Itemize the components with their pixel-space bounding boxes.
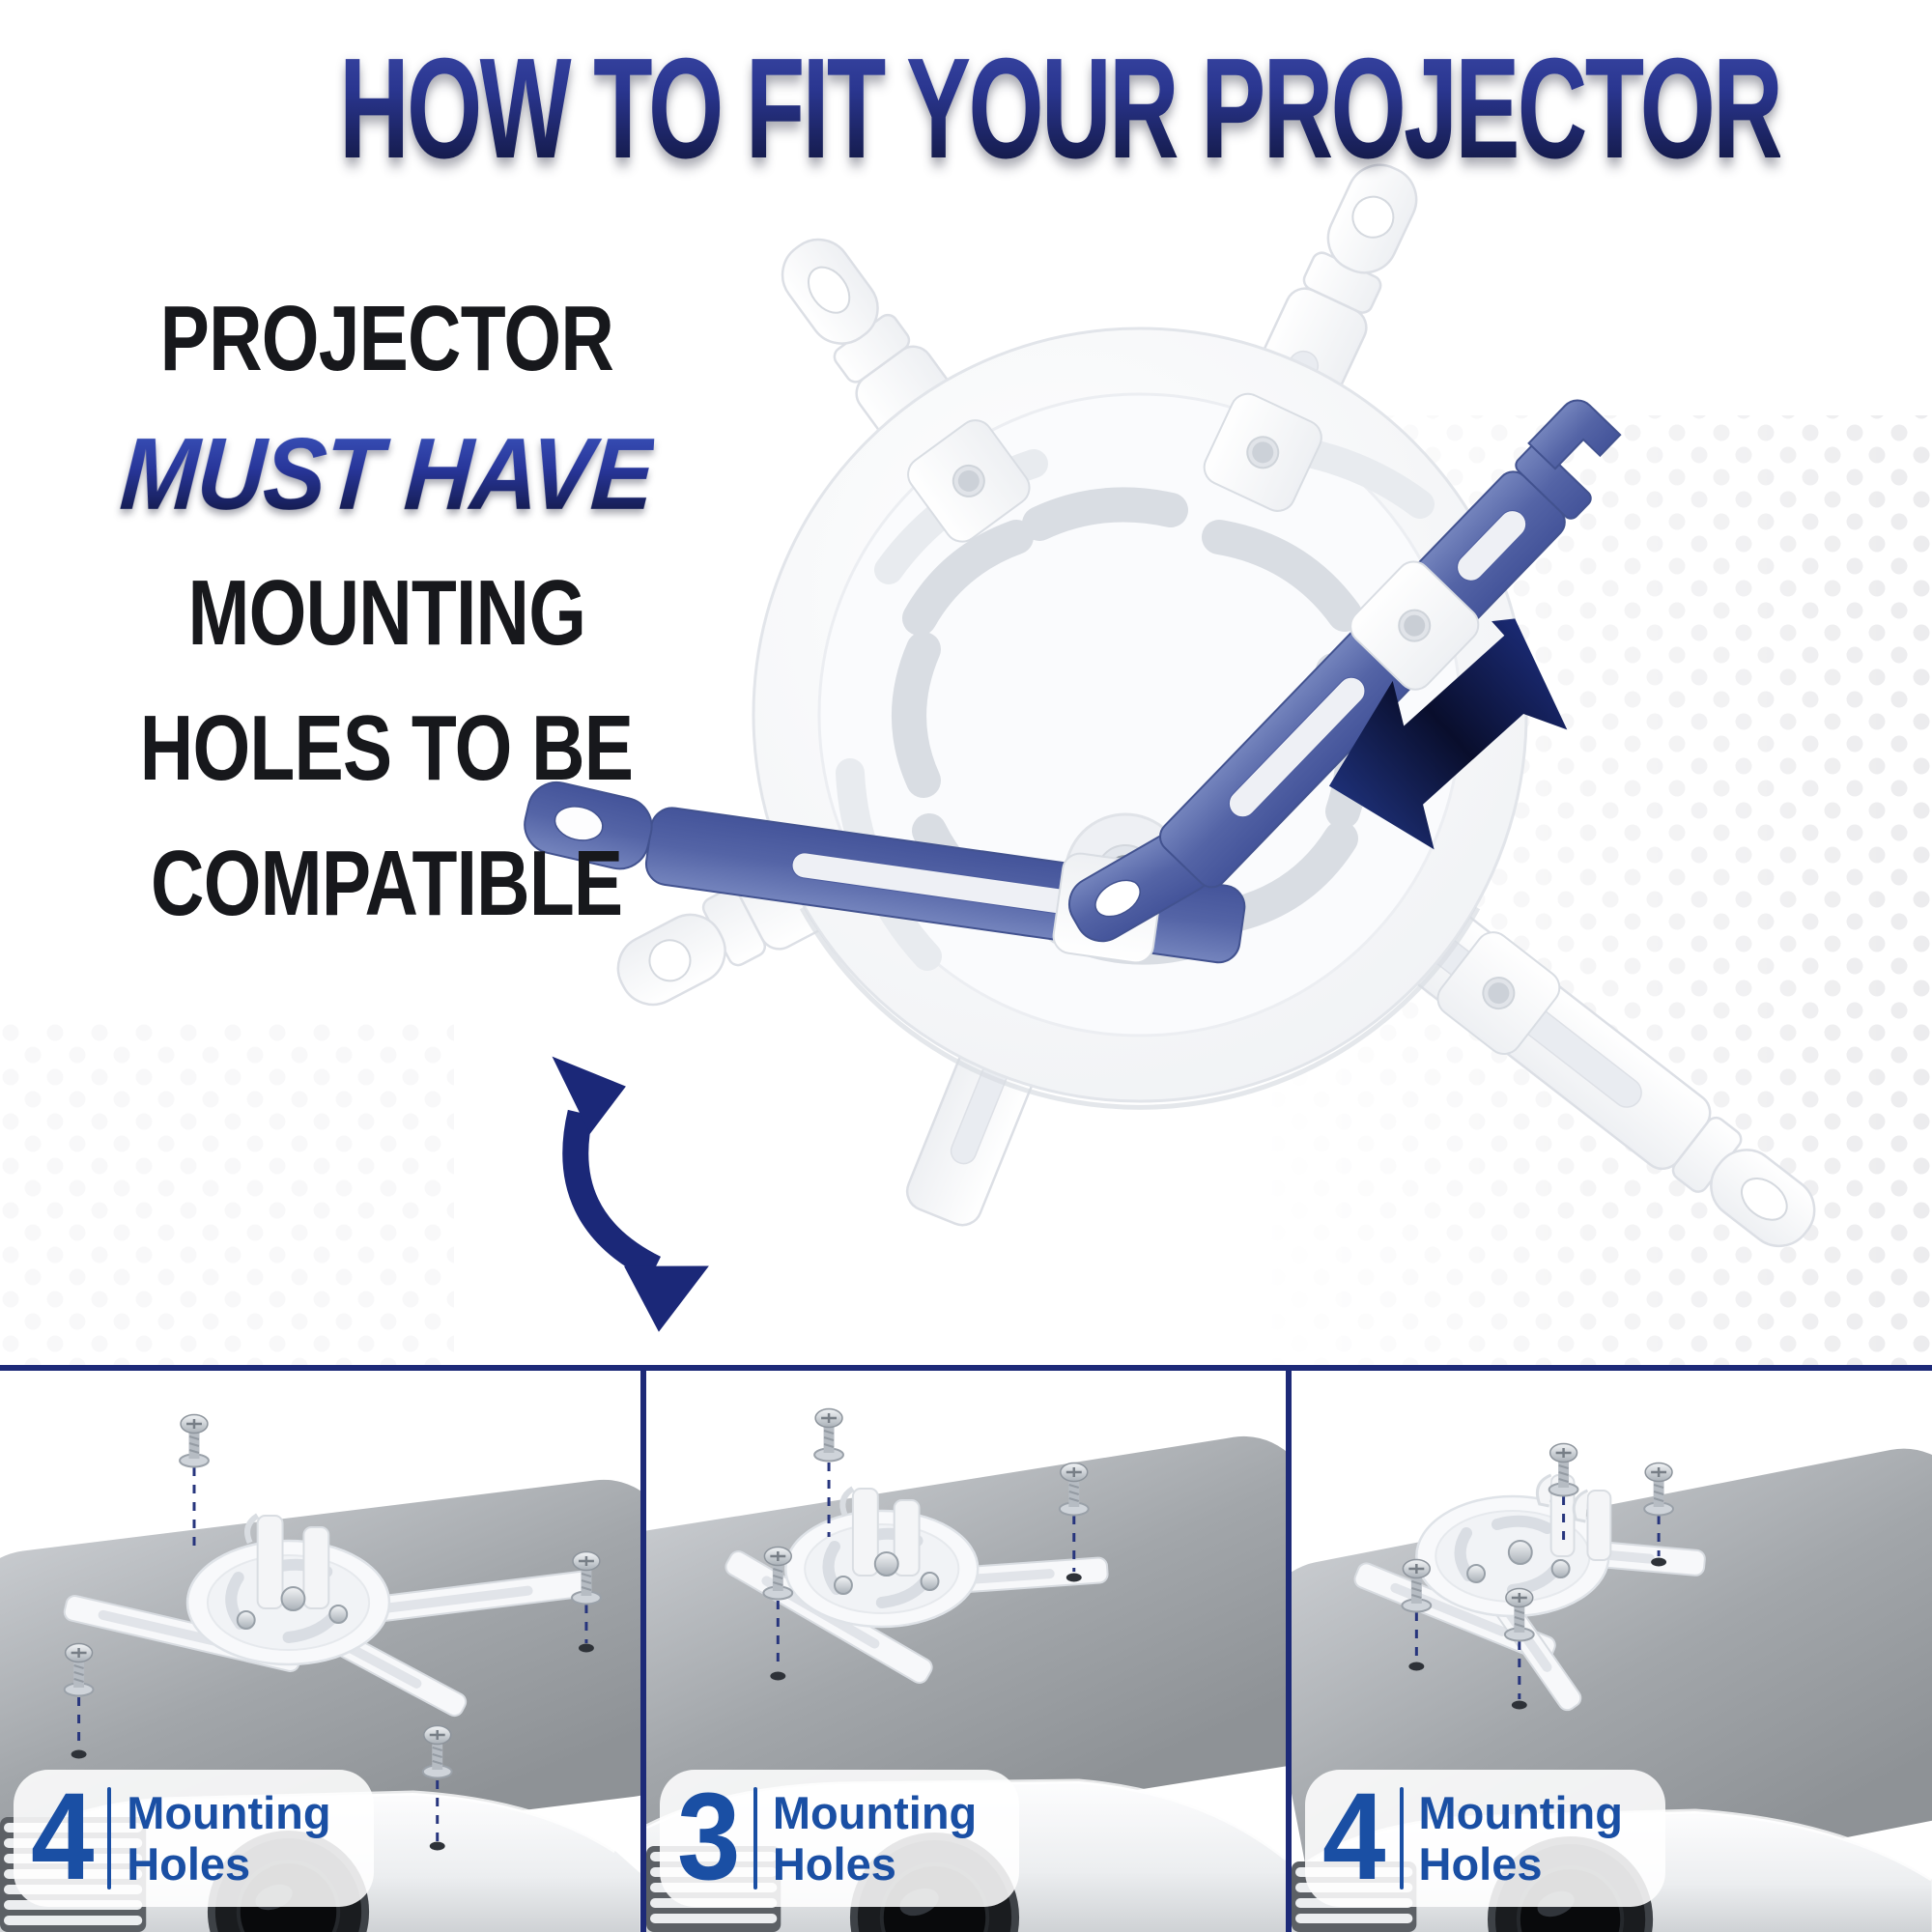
screws-and-guides	[63, 1413, 603, 1851]
badge-divider	[753, 1786, 757, 1889]
mount-on-projector	[724, 1486, 1109, 1684]
blue-arm-hook	[1515, 399, 1622, 520]
screws-and-guides	[1401, 1442, 1675, 1710]
callout-line-3: MOUNTING	[187, 561, 585, 665]
badge-count: 4	[31, 1768, 95, 1907]
badge-count: 3	[676, 1768, 741, 1907]
screws-and-guides	[761, 1407, 1090, 1681]
badge-count: 4	[1322, 1768, 1386, 1907]
badge: 4 Mounting Holes	[14, 1768, 374, 1907]
badge-divider	[1399, 1786, 1404, 1889]
badge-label-line2: Holes	[1418, 1837, 1543, 1889]
mount-on-projector	[63, 1513, 592, 1718]
callout-line-1: PROJECTOR	[159, 287, 613, 390]
halftone-texture-left	[0, 1024, 454, 1365]
badge-label-line2: Holes	[772, 1837, 896, 1889]
badge: 4 Mounting Holes	[1305, 1768, 1665, 1907]
mount-hero-illustration	[0, 163, 1932, 1365]
badge-label-line1: Mounting	[1418, 1786, 1623, 1838]
blue-arm-slide	[1068, 399, 1622, 943]
callout-text: PROJECTOR MUST HAVE MOUNTING HOLES TO BE…	[53, 285, 720, 965]
page-title-text: HOW TO FIT YOUR PROJECTOR	[339, 27, 1783, 191]
panel-3-holes: 3 Mounting Holes	[639, 1371, 1287, 1932]
badge-label-line2: Holes	[127, 1837, 251, 1889]
panel-4-holes-a: 4 Mounting Holes	[0, 1371, 640, 1932]
callout-line-5: COMPATIBLE	[150, 832, 623, 935]
extend-arrow-icon	[1328, 618, 1568, 850]
badge-divider	[107, 1786, 112, 1889]
panel-4-holes-b: 4 Mounting Holes	[1286, 1371, 1932, 1932]
rotate-arrow-icon	[552, 1056, 709, 1332]
badge-label-line1: Mounting	[127, 1786, 331, 1838]
badge-label-line1: Mounting	[772, 1786, 978, 1838]
badge: 3 Mounting Holes	[659, 1768, 1020, 1907]
mount-plate	[752, 327, 1528, 1110]
callout-line-2-emphasis: MUST HAVE	[116, 417, 657, 531]
divider-line	[0, 1365, 1932, 1371]
mounting-options-row: 4 Mounting Holes	[0, 1371, 1932, 1932]
callout-line-4: HOLES TO BE	[139, 696, 634, 800]
arm-slider-squares	[907, 392, 1561, 1055]
page-title: HOW TO FIT YOUR PROJECTOR	[0, 27, 1932, 191]
